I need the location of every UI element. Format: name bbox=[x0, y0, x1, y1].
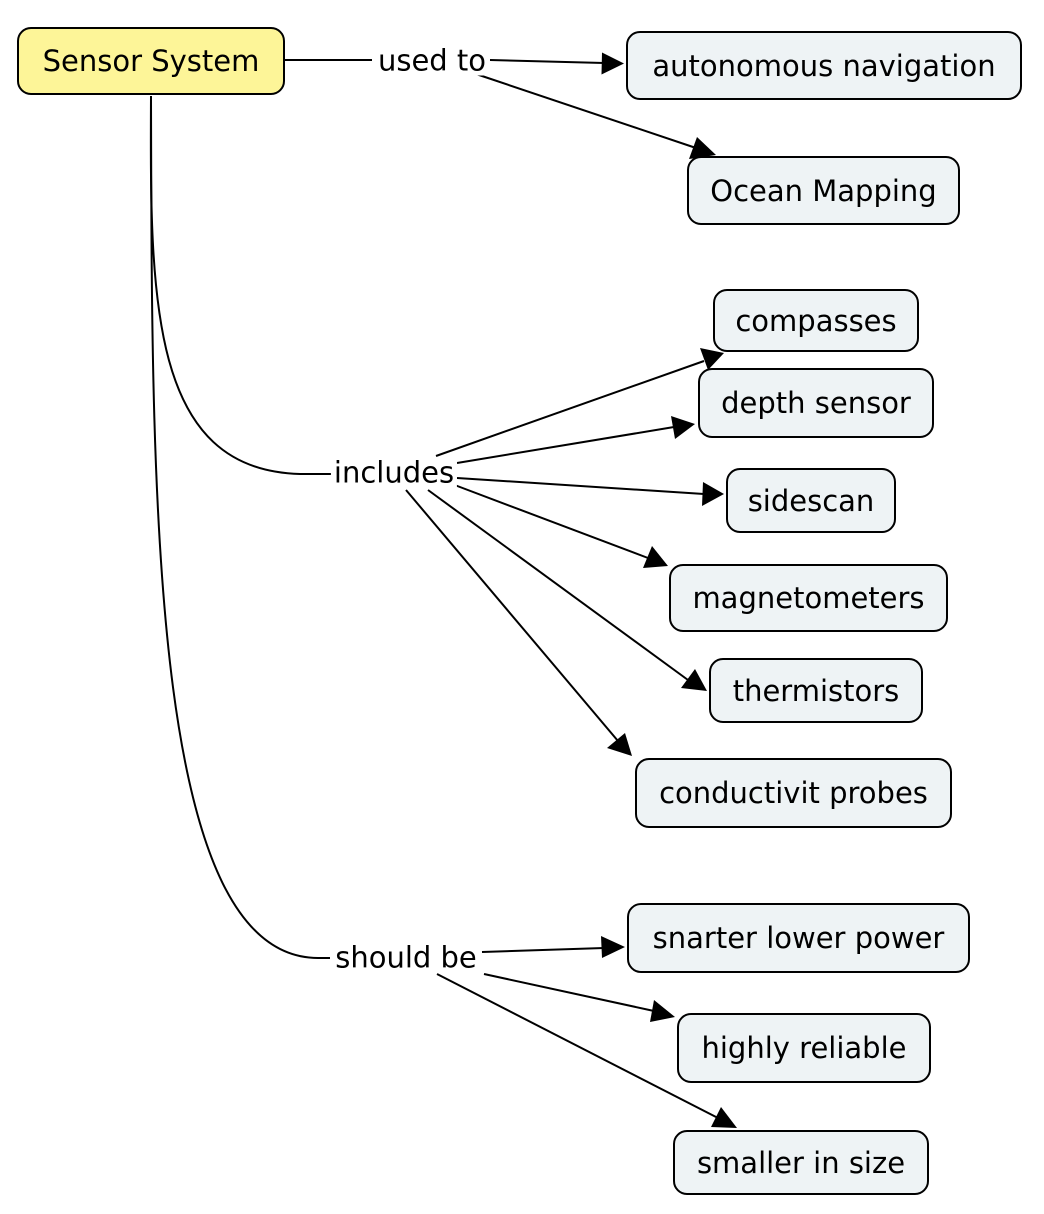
arrowhead-ocean-mapping bbox=[689, 137, 716, 159]
node-highly-reliable[interactable]: highly reliable bbox=[677, 1013, 931, 1083]
arrow-includes-magnetometers bbox=[451, 483, 649, 559]
arrow-includes-thermistors bbox=[427, 489, 689, 681]
arrow-includes-conductivit-probes bbox=[405, 489, 619, 742]
node-smaller-in-size[interactable]: smaller in size bbox=[673, 1130, 929, 1195]
arrowhead-smaller-in-size bbox=[711, 1107, 737, 1128]
arrow-used-to-autonomous-navigation bbox=[489, 59, 605, 64]
arrow-includes-compasses bbox=[435, 360, 705, 457]
arrowhead-conductivit-probes bbox=[607, 733, 632, 756]
arrowhead-highly-reliable bbox=[650, 1000, 675, 1022]
link-label-used-to: used to bbox=[374, 46, 490, 76]
link-label-should-be: should be bbox=[332, 943, 480, 973]
node-sensor-system[interactable]: Sensor System bbox=[17, 27, 285, 95]
node-depth-sensor[interactable]: depth sensor bbox=[698, 368, 934, 438]
node-snarter-lower-power[interactable]: snarter lower power bbox=[627, 903, 970, 973]
arrow-includes-depth-sensor bbox=[456, 426, 675, 464]
node-ocean-mapping[interactable]: Ocean Mapping bbox=[687, 156, 960, 225]
node-compasses[interactable]: compasses bbox=[713, 289, 919, 352]
arrowhead-depth-sensor bbox=[671, 416, 695, 439]
line-root-to-should-be bbox=[150, 95, 330, 959]
arrowhead-snarter-lower-power bbox=[601, 936, 625, 958]
arrowhead-sidescan bbox=[702, 482, 724, 506]
arrowhead-autonomous-navigation bbox=[601, 52, 624, 75]
arrow-should-be-highly-reliable bbox=[483, 973, 655, 1012]
arrowhead-magnetometers bbox=[643, 546, 668, 568]
node-thermistors[interactable]: thermistors bbox=[709, 658, 923, 723]
node-magnetometers[interactable]: magnetometers bbox=[669, 564, 948, 632]
node-autonomous-navigation[interactable]: autonomous navigation bbox=[626, 31, 1022, 100]
arrowhead-thermistors bbox=[681, 669, 707, 691]
arrowhead-compasses bbox=[700, 348, 724, 370]
node-conductivit-probes[interactable]: conductivit probes bbox=[635, 758, 952, 828]
arrow-should-be-snarter-lower-power bbox=[481, 947, 605, 953]
line-root-to-includes bbox=[149, 95, 332, 475]
arrow-includes-sidescan bbox=[456, 477, 705, 495]
arrow-used-to-ocean-mapping bbox=[475, 73, 697, 149]
node-sidescan[interactable]: sidescan bbox=[726, 468, 896, 533]
arrow-should-be-smaller-in-size bbox=[436, 973, 719, 1119]
link-label-includes: includes bbox=[330, 458, 458, 488]
